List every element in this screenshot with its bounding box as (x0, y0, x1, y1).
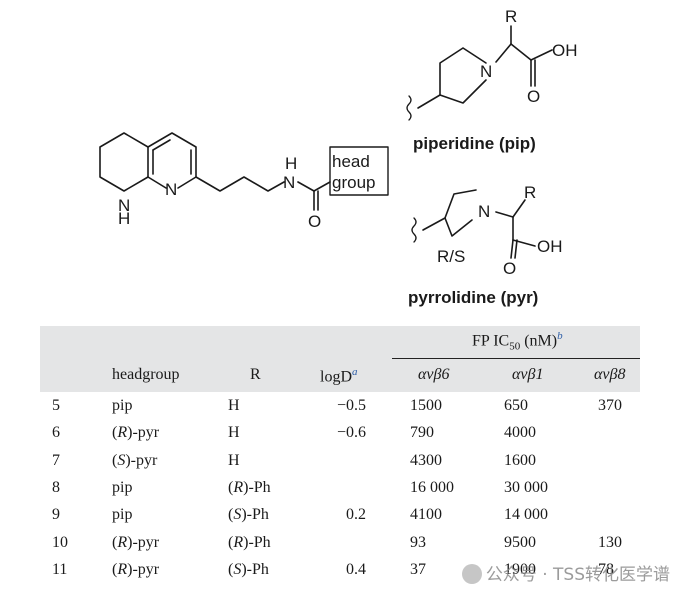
col-r: R (250, 366, 261, 383)
row-avb6: 16 000 (410, 479, 454, 496)
row-avb1: 14 000 (504, 506, 548, 523)
row-r: (S)-Ph (228, 506, 269, 523)
row-logd: −0.6 (336, 424, 366, 441)
row-id: 8 (52, 479, 60, 496)
col-avb8: αvβ8 (594, 366, 626, 383)
chemical-scheme: N H N H N O head group R N OH O R N OH O… (99, 7, 578, 307)
row-avb1: 9500 (504, 534, 536, 551)
atom-pip-o: O (527, 87, 540, 106)
watermark: 公众号 · TSS转化医学谱 (461, 560, 670, 585)
atom-pyridine-n: N (165, 180, 177, 199)
atom-nh-h: H (118, 209, 130, 228)
row-id: 11 (52, 561, 68, 578)
row-logd: 0.2 (346, 506, 366, 523)
row-avb1: 30 000 (504, 479, 548, 496)
row-r: (R)-Ph (228, 534, 271, 551)
atom-pyr-o: O (503, 259, 516, 278)
row-avb1: 1900 (504, 561, 536, 578)
atom-pip-r: R (505, 7, 517, 26)
col-headgroup: headgroup (112, 366, 180, 383)
row-avb6: 93 (410, 534, 426, 551)
row-headgroup: pip (112, 479, 133, 496)
row-avb8: 78 (598, 561, 614, 578)
row-headgroup: (S)-pyr (112, 452, 158, 469)
col-avb1: αvβ1 (512, 366, 544, 383)
atom-nh-n: N (118, 196, 130, 215)
table-header-band (40, 326, 640, 392)
row-r: (R)-Ph (228, 479, 271, 496)
atom-pyr-rs: R/S (437, 247, 465, 266)
row-avb8: 370 (598, 397, 622, 414)
row-avb1: 4000 (504, 424, 536, 441)
row-r: H (228, 424, 240, 441)
pyrrolidine-label: pyrrolidine (pyr) (408, 288, 538, 307)
fp-ic50-header: FP IC50 (nM)b (472, 330, 563, 353)
row-avb6: 4100 (410, 506, 442, 523)
row-avb6: 1500 (410, 397, 442, 414)
atom-pyr-r: R (524, 183, 536, 202)
atom-pyr-n: N (478, 202, 490, 221)
row-id: 7 (52, 452, 60, 469)
row-avb6: 4300 (410, 452, 442, 469)
row-headgroup: pip (112, 506, 133, 523)
row-logd: −0.5 (336, 397, 366, 414)
row-headgroup: (R)-pyr (112, 534, 160, 551)
row-id: 9 (52, 506, 60, 523)
row-id: 10 (52, 534, 68, 551)
atom-amide-n: N (283, 173, 295, 192)
row-r: H (228, 452, 240, 469)
col-avb6: αvβ6 (418, 366, 450, 383)
wechat-icon (461, 564, 482, 584)
piperidine-label: piperidine (pip) (413, 134, 536, 153)
atom-pyr-oh: OH (537, 237, 563, 256)
row-r: H (228, 397, 240, 414)
row-avb1: 650 (504, 397, 528, 414)
row-r: (S)-Ph (228, 561, 269, 578)
row-headgroup: (R)-pyr (112, 561, 160, 578)
headgroup-box-line2: group (332, 173, 375, 192)
row-avb8: 130 (598, 534, 622, 551)
row-id: 5 (52, 397, 60, 414)
row-headgroup: (R)-pyr (112, 424, 160, 441)
atom-amide-h: H (285, 154, 297, 173)
row-avb6: 790 (410, 424, 434, 441)
row-avb6: 37 (410, 561, 426, 578)
row-logd: 0.4 (346, 561, 366, 578)
atom-amide-o: O (308, 212, 321, 231)
header-divider (392, 358, 640, 359)
row-avb1: 1600 (504, 452, 536, 469)
row-headgroup: pip (112, 397, 133, 414)
atom-pip-oh: OH (552, 41, 578, 60)
row-id: 6 (52, 424, 60, 441)
headgroup-box-line1: head (332, 152, 370, 171)
atom-pip-n: N (480, 62, 492, 81)
col-logd: logDa (320, 366, 358, 386)
